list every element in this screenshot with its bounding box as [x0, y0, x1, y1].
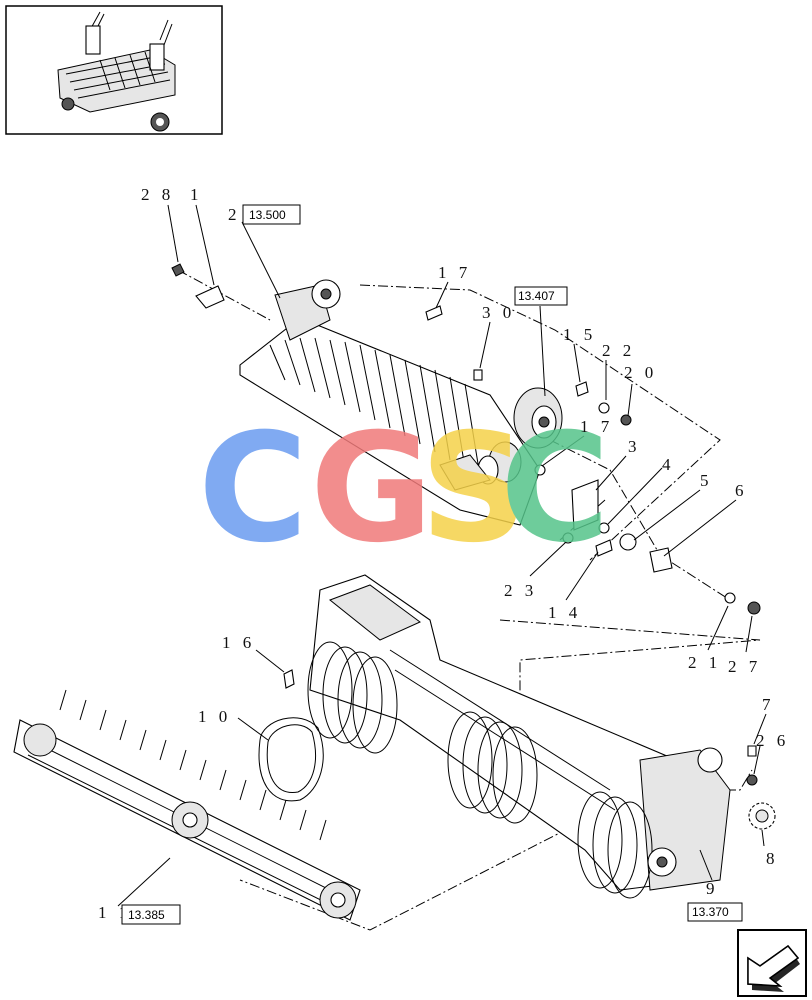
washer-23-icon — [562, 532, 574, 544]
drive-sprocket-cluster — [439, 387, 563, 491]
callout-11: 1 1 — [98, 903, 131, 922]
svg-text:13.407: 13.407 — [518, 289, 555, 303]
overview-thumbnail[interactable] — [5, 5, 223, 135]
watermark-letter-c2: C — [500, 402, 610, 576]
washer-17-icon — [534, 464, 546, 476]
hardware-top — [171, 263, 761, 615]
callout-10: 1 0 — [198, 707, 231, 726]
bearing-5-icon — [619, 533, 637, 551]
leader-lines — [117, 204, 767, 907]
callout-6: 6 — [735, 481, 748, 500]
callout-2: 2 — [228, 205, 241, 224]
reference-13-385[interactable]: 13.385 — [121, 904, 181, 925]
bushing-4-icon — [598, 522, 610, 534]
cgsc-watermark: C G S C — [198, 402, 610, 576]
bolt-15-icon — [575, 381, 589, 397]
watermark-letter-c1: C — [198, 402, 308, 576]
callout-21: 2 1 — [688, 653, 721, 672]
svg-text:13.500: 13.500 — [249, 208, 286, 222]
callout-20: 2 0 — [624, 363, 657, 382]
nut-28-icon — [171, 263, 185, 277]
nut-27-icon — [747, 601, 761, 615]
coil-spring-group-left — [307, 641, 398, 754]
callout-5: 5 — [700, 471, 713, 490]
previous-page-arrow-icon — [747, 944, 800, 992]
nut-26-icon — [746, 774, 758, 786]
machine-overview-icon — [57, 11, 176, 132]
bolt-17-icon — [425, 305, 443, 321]
washer-22-icon — [598, 402, 610, 414]
setscrew-7-icon — [747, 745, 757, 757]
bolt-16-icon — [283, 669, 295, 689]
callout-30: 3 0 — [482, 303, 515, 322]
watermark-letter-s: S — [420, 402, 528, 576]
flange-6-icon — [649, 547, 673, 573]
callout-4: 4 — [662, 455, 675, 474]
callout-8: 8 — [766, 849, 779, 868]
coil-spring-group-middle — [447, 711, 538, 824]
reference-13-407[interactable]: 13.407 — [514, 286, 568, 306]
pickup-housing-assembly — [307, 574, 731, 899]
callout-23: 2 3 — [504, 581, 537, 600]
previous-page-arrow-button[interactable] — [737, 929, 807, 997]
callout-27: 2 7 — [728, 657, 761, 676]
svg-text:13.385: 13.385 — [128, 908, 165, 922]
sprocket-8-icon — [748, 802, 776, 830]
callout-1: 1 — [190, 185, 203, 204]
clip-1-icon — [195, 285, 225, 309]
callout-3: 3 — [628, 437, 641, 456]
callout-17-top: 1 7 — [438, 263, 471, 282]
reference-13-500[interactable]: 13.500 — [242, 204, 301, 225]
watermark-letter-g: G — [310, 402, 433, 576]
nut-20-icon — [620, 414, 632, 426]
washer-21-icon — [724, 592, 736, 604]
callout-17-mid: 1 7 — [580, 417, 613, 436]
callout-28: 2 8 — [141, 185, 174, 204]
coil-spring-group-right — [577, 791, 653, 899]
svg-text:13.370: 13.370 — [692, 905, 729, 919]
callout-7: 7 — [762, 695, 775, 714]
callout-22: 2 2 — [602, 341, 635, 360]
drive-belt-10 — [258, 717, 324, 802]
bracket-3-icon — [571, 479, 599, 531]
callout-14: 1 4 — [548, 603, 581, 622]
pickup-reel-assembly — [13, 689, 361, 921]
callout-labels: 2 8 1 2 1 7 3 0 1 5 2 2 2 0 1 7 3 4 5 6 … — [98, 185, 789, 922]
callout-15: 1 5 — [563, 325, 596, 344]
pin-30-icon — [473, 369, 483, 381]
callout-16: 1 6 — [222, 633, 255, 652]
callout-26: 2 6 — [756, 731, 789, 750]
callout-9: 9 — [706, 879, 719, 898]
reference-13-370[interactable]: 13.370 — [687, 902, 743, 922]
